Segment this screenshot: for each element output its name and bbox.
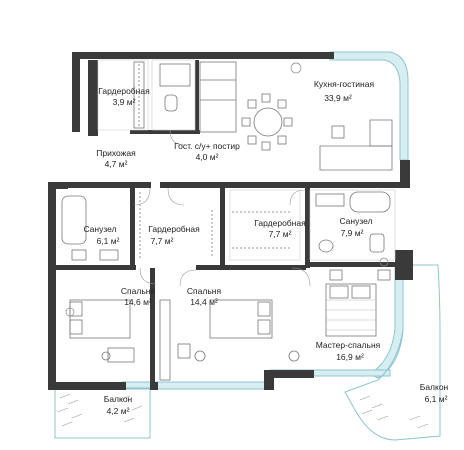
rug-hatch [326,299,376,331]
label-wardrobe-hall-area: 3,9 м² [113,97,136,107]
label-balcony-left-area: 4,2 м² [107,406,130,416]
label-bathroom-2-area: 7,9 м² [341,228,364,238]
walls [48,52,413,390]
label-guest-wc-name: Гост. с/у+ постир [174,141,240,151]
furniture [61,61,393,381]
label-kitchen-living-name: Кухня-гостиная [314,79,375,89]
room-labels: Гардеробная 3,9 м² Прихожая 4,7 м² Гост.… [83,79,448,416]
label-balcony-left-name: Балкон [104,394,133,404]
label-bedroom-2-name: Спальня [187,286,222,296]
label-bathroom-1-name: Санузел [83,224,116,234]
label-wardrobe-right-area: 7,7 м² [269,229,292,239]
label-bathroom-1-area: 6,1 м² [97,236,120,246]
label-hallway-area: 4,7 м² [105,159,128,169]
label-bedroom-1-area: 14,6 м² [124,297,152,307]
label-wardrobe-hall-name: Гардеробная [98,86,150,96]
label-kitchen-living-area: 33,9 м² [324,93,352,103]
label-wardrobe-center-area: 7,7 м² [151,236,174,246]
label-bathroom-2-name: Санузел [339,216,372,226]
label-bedroom-2-area: 14,4 м² [190,297,218,307]
door-swings [133,129,311,287]
label-balcony-right-area: 6,1 м² [425,394,448,404]
label-wardrobe-center-name: Гардеробная [148,224,200,234]
label-guest-wc-area: 4,0 м² [196,152,219,162]
label-hallway-name: Прихожая [96,148,136,158]
label-bedroom-1-name: Спальня [121,286,156,296]
balcony-deck-pattern [57,393,429,429]
label-master-bedroom-area: 16,9 м² [336,352,364,362]
label-master-bedroom-name: Мастер-спальня [316,340,381,350]
label-balcony-right-name: Балкон [420,382,449,392]
label-wardrobe-right-name: Гардеробная [254,218,306,228]
plant-icons [65,62,389,317]
room-outlines [97,59,396,261]
